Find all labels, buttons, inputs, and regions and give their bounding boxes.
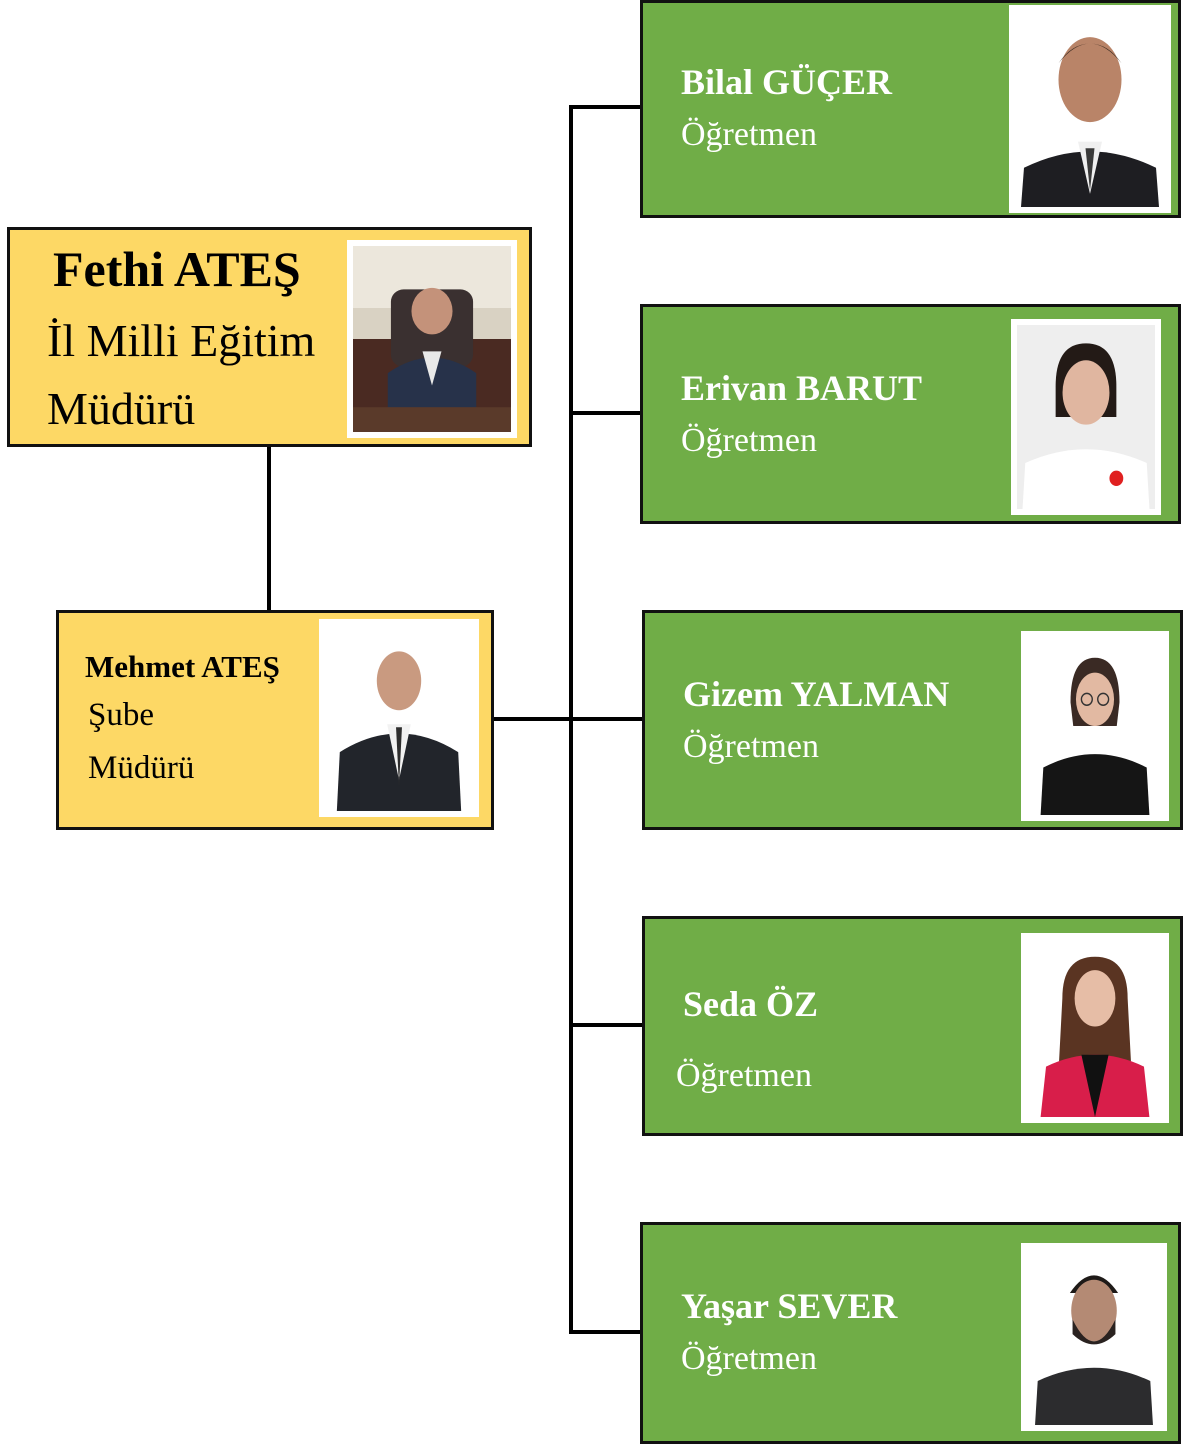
person-photo-man-icon: [1015, 11, 1165, 207]
branch-manager-photo: [319, 619, 479, 817]
staff-box-5: Yaşar SEVER Öğretmen: [640, 1222, 1181, 1444]
connector-branch-staff-5: [569, 1330, 642, 1334]
staff-1-role: Öğretmen: [681, 116, 817, 153]
director-box: Fethi ATEŞ İl Milli Eğitim Müdürü: [7, 227, 532, 447]
staff-box-2: Erivan BARUT Öğretmen: [640, 304, 1181, 524]
staff-2-role: Öğretmen: [681, 422, 817, 459]
staff-box-1: Bilal GÜÇER Öğretmen: [640, 0, 1181, 218]
connector-branch-staff-1: [569, 105, 642, 109]
director-title-line1: İl Milli Eğitim: [47, 315, 316, 366]
connector-branch-staff-4: [569, 1023, 644, 1027]
staff-2-photo: [1011, 319, 1161, 515]
staff-3-name: Gizem YALMAN: [683, 674, 950, 714]
staff-1-photo: [1009, 5, 1171, 213]
branch-manager-box: Mehmet ATEŞ Şube Müdürü: [56, 610, 494, 830]
staff-5-name: Yaşar SEVER: [681, 1286, 898, 1326]
staff-1-name: Bilal GÜÇER: [681, 62, 893, 102]
staff-2-name: Erivan BARUT: [681, 368, 923, 408]
branch-manager-name: Mehmet ATEŞ: [85, 649, 280, 684]
staff-5-role: Öğretmen: [681, 1340, 817, 1377]
person-photo-woman-icon: [1027, 939, 1163, 1117]
connector-director-to-branch: [267, 445, 271, 613]
connector-branch-to-trunk: [492, 717, 574, 721]
staff-4-photo: [1021, 933, 1169, 1123]
connector-branch-staff-2: [569, 411, 642, 415]
staff-box-3: Gizem YALMAN Öğretmen: [642, 610, 1183, 830]
staff-3-role: Öğretmen: [683, 728, 819, 765]
person-photo-suit-icon: [325, 625, 473, 811]
person-photo-woman-icon: [1027, 637, 1163, 815]
branch-manager-title-line1: Şube: [88, 697, 154, 733]
connector-branch-staff-3: [569, 717, 644, 721]
person-photo-suit-office-icon: [353, 246, 511, 432]
person-photo-woman-icon: [1017, 325, 1155, 509]
staff-4-name: Seda ÖZ: [683, 984, 819, 1024]
staff-3-photo: [1021, 631, 1169, 821]
staff-5-photo: [1021, 1243, 1167, 1431]
staff-4-role: Öğretmen: [676, 1057, 812, 1094]
staff-box-4: Seda ÖZ Öğretmen: [642, 916, 1183, 1136]
director-name: Fethi ATEŞ: [53, 241, 301, 297]
director-photo: [347, 240, 517, 438]
branch-manager-title-line2: Müdürü: [88, 750, 195, 786]
director-title-line2: Müdürü: [47, 383, 196, 434]
person-photo-man-icon: [1027, 1249, 1161, 1425]
